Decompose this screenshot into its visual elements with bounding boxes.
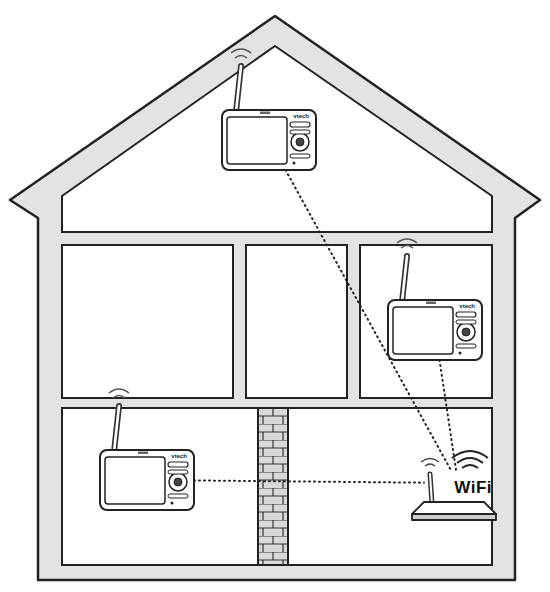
brand-label: vtech [459, 303, 475, 309]
wifi-router: WiFi [424, 470, 492, 496]
parent-unit: vtech [388, 300, 482, 360]
parent-unit: vtech [100, 450, 194, 510]
router [412, 451, 496, 520]
wifi-link [286, 170, 451, 470]
wifi-link [440, 360, 457, 470]
wifi-link [194, 480, 424, 482]
brand-label: vtech [293, 113, 309, 119]
parent-unit: vtech [222, 110, 316, 170]
brand-label: vtech [171, 453, 187, 459]
wifi-label: WiFi [454, 479, 492, 496]
